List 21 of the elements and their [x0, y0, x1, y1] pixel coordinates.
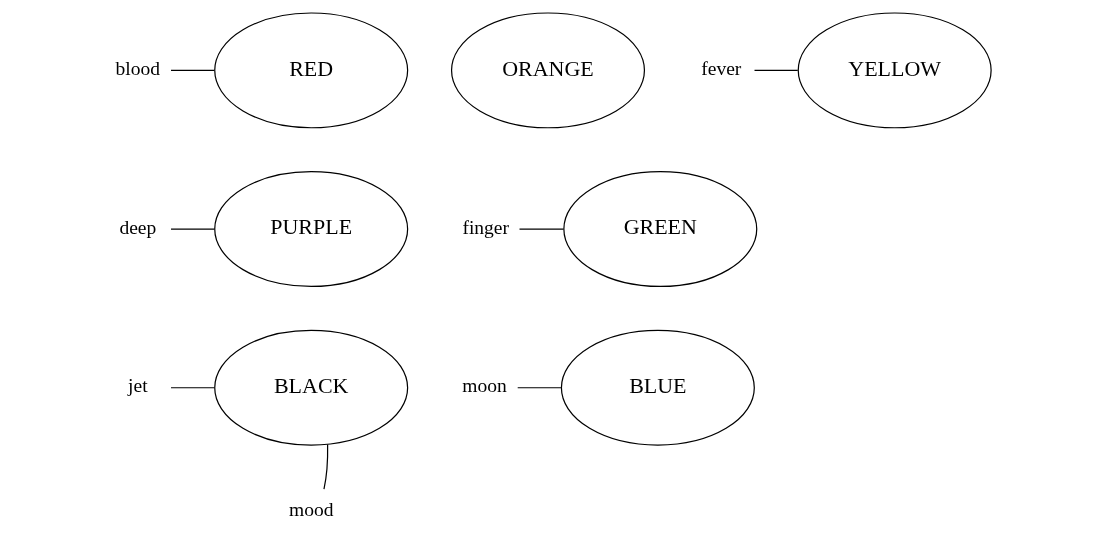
node-ellipse: BLACK [213, 329, 408, 446]
node-text: finger [461, 216, 509, 238]
node-ellipse: BLUE [560, 329, 755, 446]
connector [322, 443, 328, 490]
connector [169, 228, 215, 230]
node-text: deep [118, 216, 156, 238]
node-text: fever [700, 58, 741, 79]
node-text: moon [461, 375, 507, 397]
node-ellipse: GREEN [562, 171, 757, 288]
connector [516, 387, 562, 389]
node-ellipse: YELLOW [797, 12, 992, 129]
node-text: mood [288, 498, 333, 520]
node-ellipse: PURPLE [213, 171, 408, 288]
node-text: jet [127, 375, 148, 397]
node-text: blood [115, 58, 160, 79]
connector [169, 387, 215, 389]
connector [169, 69, 215, 71]
connector [753, 69, 798, 71]
node-ellipse: ORANGE [450, 12, 645, 129]
connector [518, 228, 564, 230]
node-ellipse: RED [213, 12, 408, 129]
